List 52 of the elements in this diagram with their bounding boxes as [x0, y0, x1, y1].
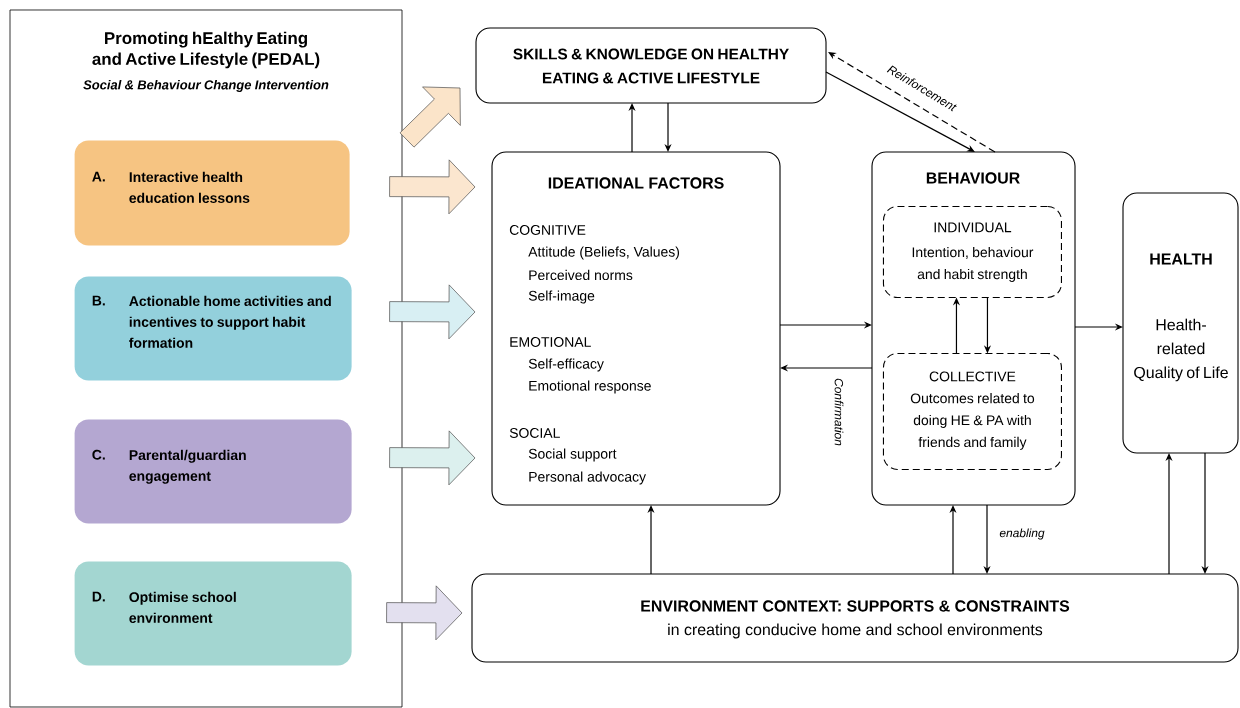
process-box [491, 151, 781, 506]
arrow [828, 52, 996, 153]
box-text: INDIVIDUAL [934, 222, 1012, 233]
box-text: Parental/guardian engagement [129, 449, 246, 484]
item-label: Self-image [528, 290, 595, 304]
arrow [825, 71, 975, 152]
block-arrow [389, 159, 476, 215]
edge-label: enabling [997, 526, 1047, 542]
edge-label: Confirmation [833, 376, 845, 448]
box-heading: BEHAVIOUR [926, 172, 1020, 184]
component-card [74, 561, 352, 666]
heading: Promoting hEalthy Eating and Active Lifestyle (PEDAL) [92, 31, 320, 69]
box-heading: ENVIRONMENT CONTEXT: SUPPORTS & CONSTRAINTS [641, 600, 1070, 612]
box-text: Intention, behaviour and habit strength [912, 247, 1034, 282]
component-card [74, 276, 352, 381]
item-label: Attitude (Beliefs, Values) [528, 246, 679, 260]
component-card [74, 140, 350, 246]
item-label: Social support [528, 448, 617, 462]
block-arrow [399, 86, 461, 148]
item-label: EMOTIONAL [510, 337, 591, 347]
item-label: Personal advocacy [529, 471, 646, 485]
intervention-panel [9, 9, 403, 708]
box-text: Actionable home activities and incentives to support habit formation [129, 295, 331, 348]
item-letter: A. [92, 171, 105, 182]
box-heading: HEALTH [1150, 253, 1212, 265]
process-box [1122, 192, 1239, 454]
item-label: Emotional response [529, 380, 651, 394]
item-letter: C. [92, 449, 105, 460]
box-heading: IDEATIONAL FACTORS [548, 177, 724, 189]
item-label: Perceived norms [529, 269, 633, 281]
item-label: SOCIAL [509, 428, 560, 438]
box-text: Interactive health education lessons [129, 171, 250, 203]
box-text: SKILLS & KNOWLEDGE ON HEALTHY EATING & ACTIVE LIFESTYLE [513, 48, 789, 84]
item-label: COGNITIVE [509, 225, 586, 235]
component-card [74, 419, 352, 524]
block-arrow [389, 430, 476, 486]
item-letter: D. [92, 591, 105, 602]
process-box [475, 27, 827, 104]
block-arrow [386, 585, 463, 641]
process-box [871, 151, 1076, 506]
process-box [471, 573, 1239, 663]
box-text: COLLECTIVE [929, 371, 1016, 382]
dashed-box [882, 352, 1062, 470]
item-label: Self-efficacy [528, 358, 604, 372]
box-text: in creating conducive home and school environments [668, 623, 1043, 639]
subheading: Social & Behaviour Change Intervention [83, 79, 329, 93]
item-letter: B. [92, 295, 105, 306]
box-text: Health-related Quality of Life [1134, 318, 1228, 382]
box-text: Optimise school environment [129, 591, 236, 623]
box-text: Outcomes related to doing HE & PA with friends and family [910, 393, 1035, 450]
block-arrow [389, 284, 476, 340]
dashed-box [882, 205, 1062, 298]
